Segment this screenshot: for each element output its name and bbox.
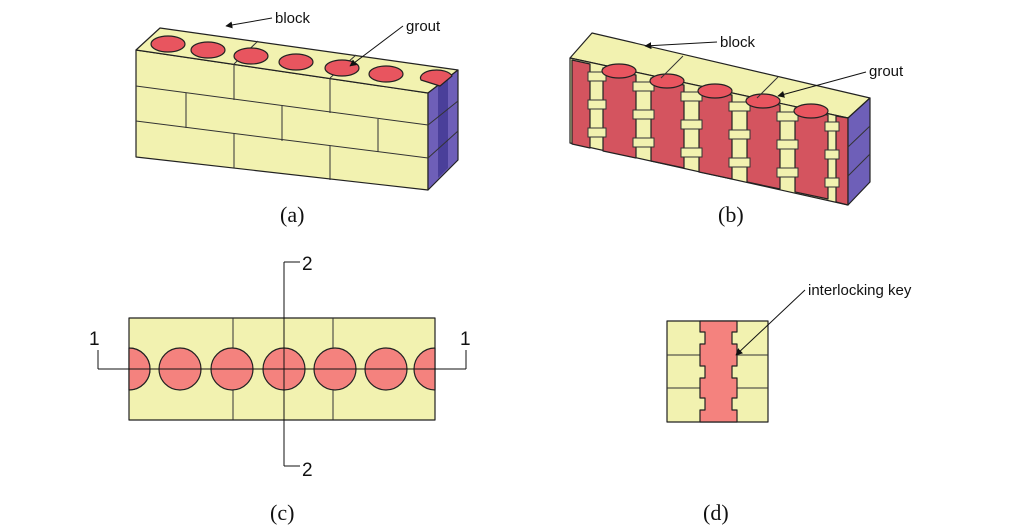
panel-a-caption: (a) [280, 202, 304, 227]
panel-b-grout-column [746, 97, 781, 190]
panel-c-section-label-right: 1 [460, 329, 471, 350]
panel-b-grout-column [794, 107, 829, 200]
panel-b-grout-top [649, 73, 685, 89]
panel-d-caption: (d) [703, 500, 729, 525]
panel-a-course-line [427, 130, 459, 159]
panel-b-keys [587, 71, 840, 188]
panel-a-grout-core [190, 41, 226, 59]
panel-a-grout-core [233, 47, 269, 65]
panel-d-label-key: interlocking key [808, 282, 912, 299]
panel-b-grout-column [571, 59, 591, 149]
panel-b-grout-top [793, 103, 829, 119]
panel-c-caption: (c) [270, 500, 294, 525]
panel-d: interlocking key (d) [666, 282, 912, 525]
panel-b-top-joint [756, 76, 779, 99]
panel-a-course-line [427, 100, 459, 126]
panel-b-grout-top [601, 63, 637, 79]
panel-b-caption: (b) [718, 202, 744, 227]
panel-b-label-grout: grout [869, 63, 904, 80]
panel-c-section-label-top: 2 [302, 254, 313, 275]
panel-a-course-line [135, 85, 429, 126]
panel-b-grout-column [698, 87, 733, 180]
panel-c-section-label-bottom: 2 [302, 460, 313, 481]
panel-a-grout-core [150, 35, 186, 53]
panel-a-grout-core [324, 59, 360, 77]
panel-b-grout-column [602, 67, 637, 159]
panel-d-leader-key [735, 289, 806, 356]
panel-a-label-block: block [275, 10, 311, 27]
panel-a-label-grout: grout [406, 18, 441, 35]
panel-c-section-label-left: 1 [89, 329, 100, 350]
panel-d-grout-core [699, 320, 738, 423]
panel-b-end-line [847, 153, 871, 177]
panel-b-grout-top [697, 83, 733, 99]
panel-a-grout-core [419, 69, 453, 87]
panel-a-grout-core [278, 53, 314, 71]
panel-b-grout-column [650, 77, 685, 169]
panel-a: block grout (a) [135, 10, 459, 227]
panel-b-leader-block [644, 41, 718, 50]
panel-b-label-block: block [720, 34, 756, 51]
panel-a-leader-grout [349, 25, 404, 67]
panel-b: block grout (b) [569, 32, 904, 227]
panel-a-leader-block [225, 17, 273, 29]
panel-b-grout-top [745, 93, 781, 109]
panel-a-end-grout [438, 78, 448, 178]
panel-b-end-line [847, 125, 871, 148]
panel-b-leader-grout [777, 71, 867, 98]
panel-a-grout-core [368, 65, 404, 83]
panel-b-top-joint [660, 55, 684, 79]
panel-c: 1 1 2 2 (c) [89, 254, 471, 525]
